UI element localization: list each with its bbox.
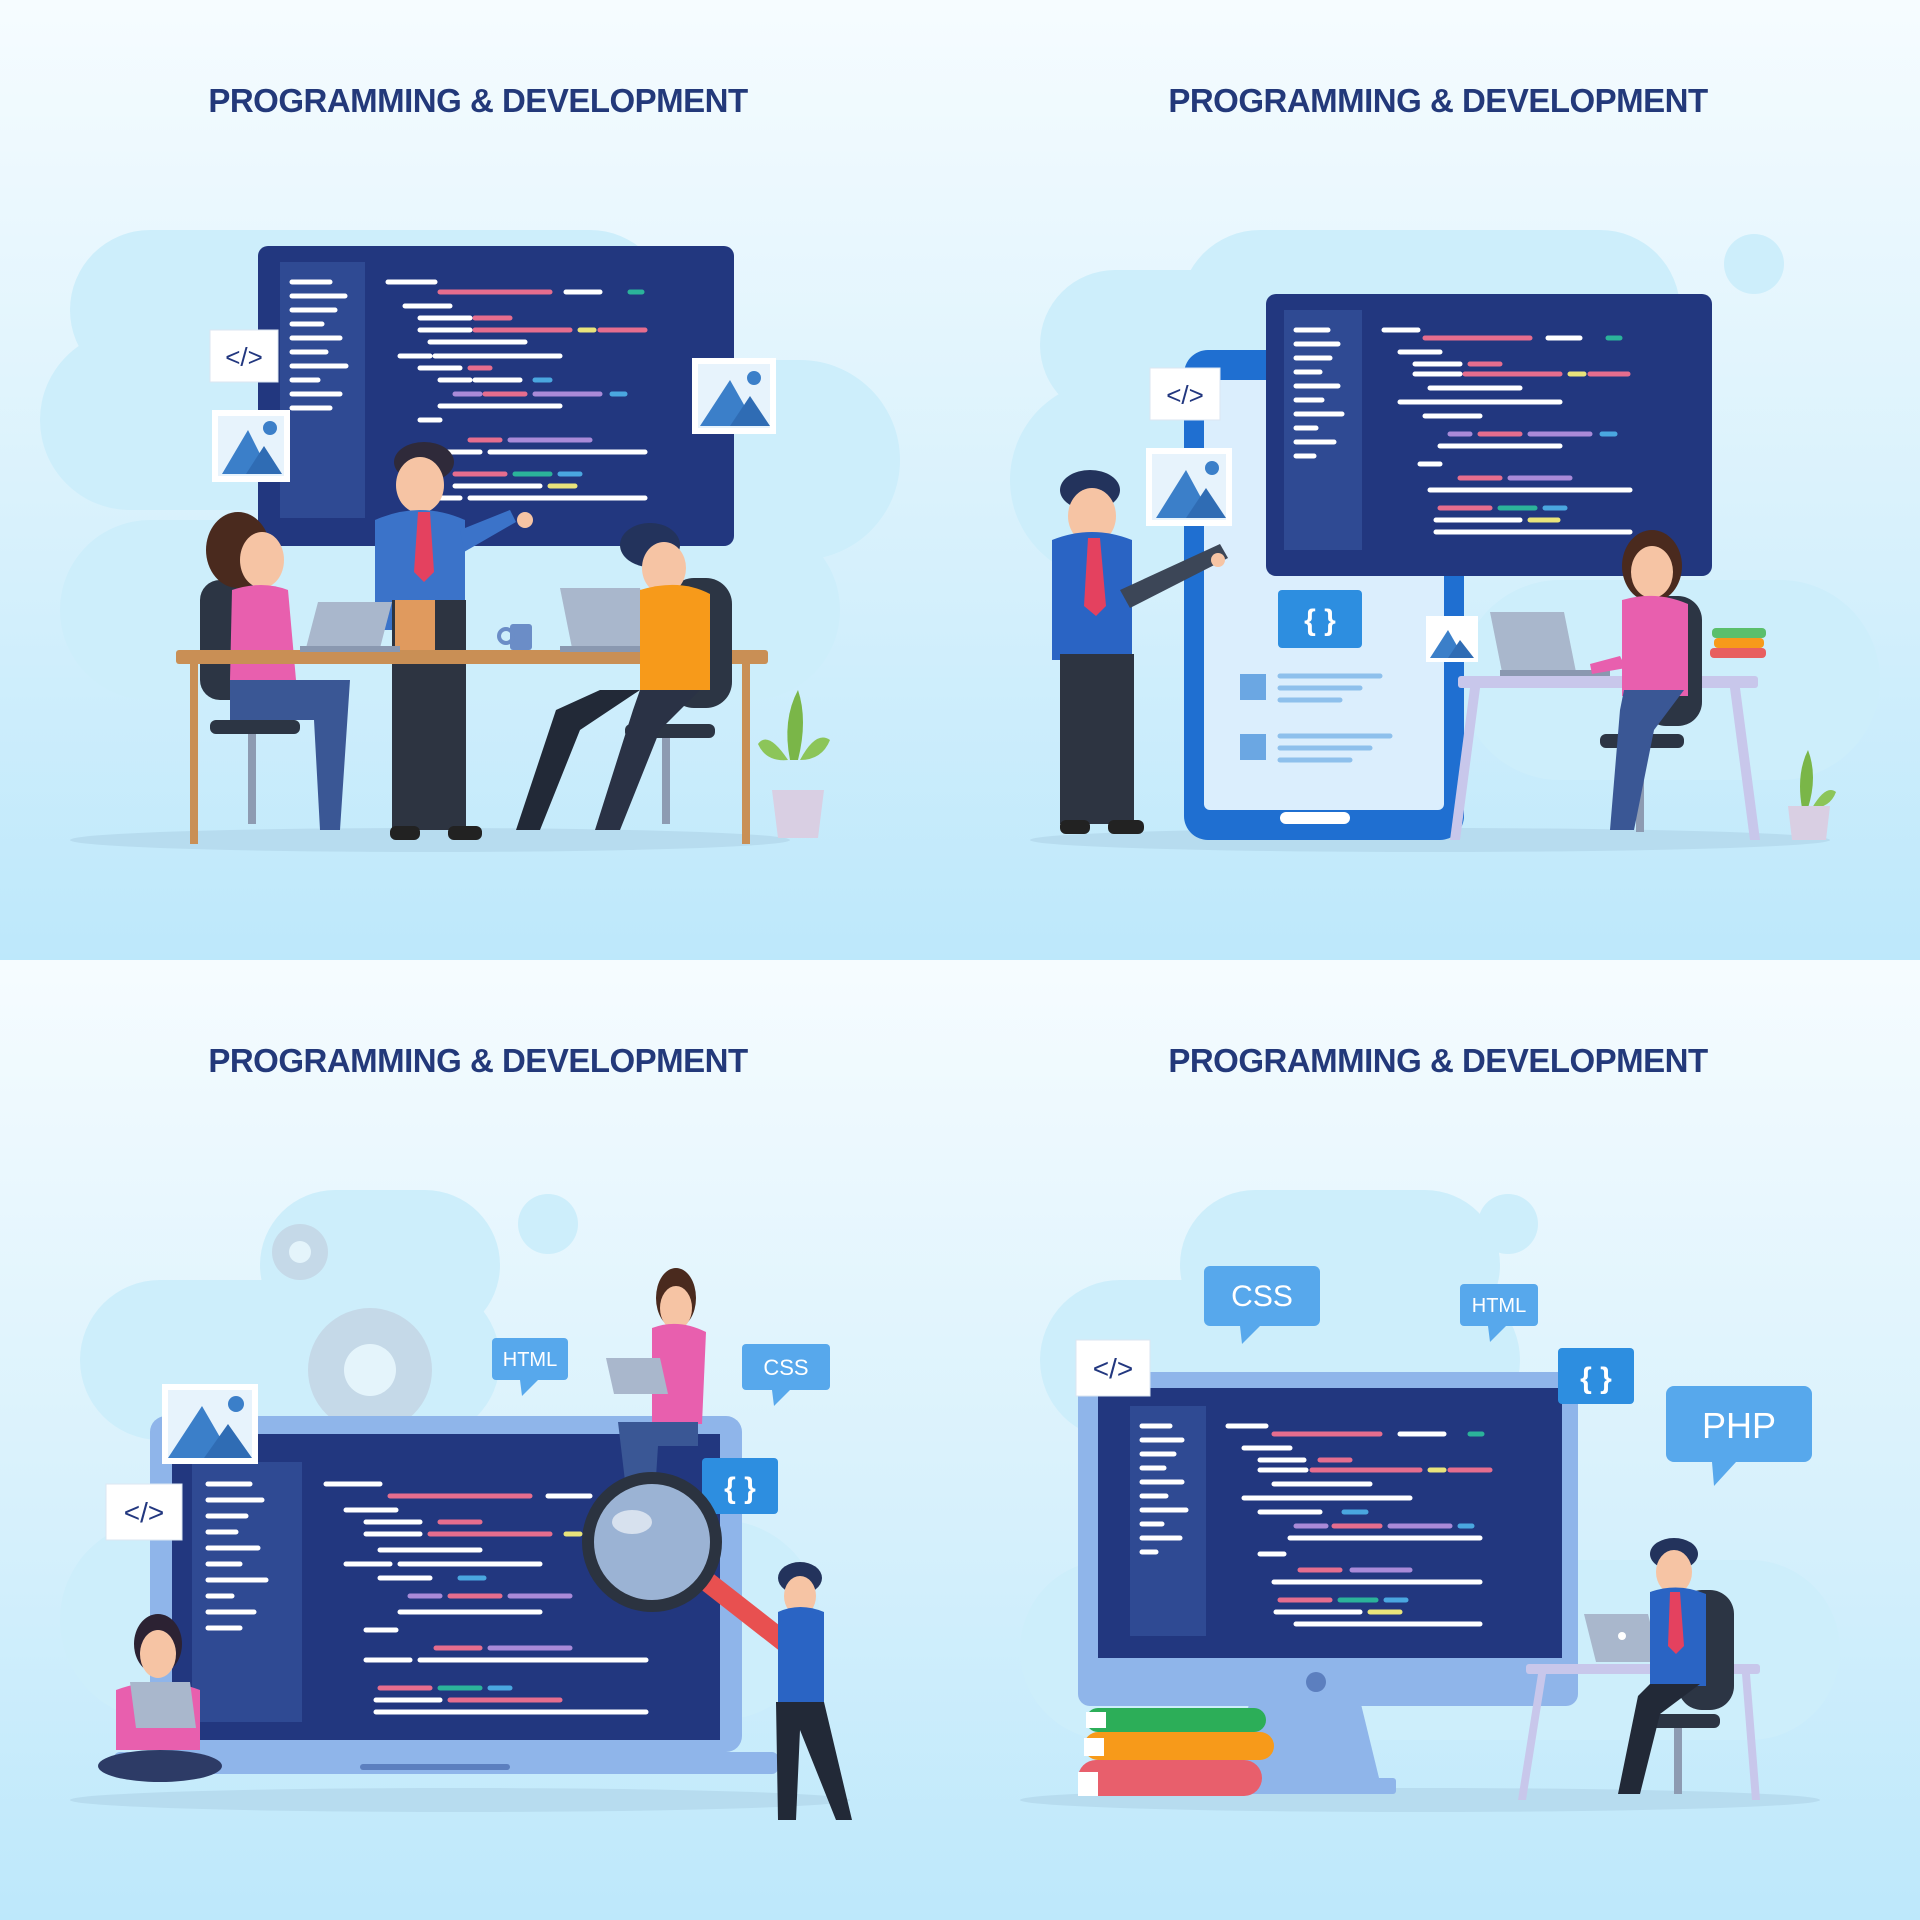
seated-man-with-laptop — [516, 523, 732, 830]
presenter-man — [375, 442, 533, 840]
laptop-icon — [1490, 612, 1610, 676]
woman-with-laptop — [200, 512, 350, 830]
code-monitor — [258, 246, 734, 546]
svg-text:CSS: CSS — [763, 1355, 808, 1380]
image-icon — [1426, 616, 1478, 662]
svg-text:</>: </> — [124, 1497, 164, 1528]
man-holding-magnifier — [776, 1562, 852, 1820]
image-icon — [162, 1384, 258, 1464]
svg-text:{ }: { } — [724, 1472, 756, 1505]
woman-with-laptop — [98, 1614, 222, 1782]
panel-mobile-development: PROGRAMMING & DEVELOPMENT — [960, 0, 1920, 960]
mobile-development-scene: { } — [1010, 230, 1880, 852]
svg-text:</>: </> — [225, 342, 263, 372]
image-icon — [212, 410, 290, 482]
panel-code-review: PROGRAMMING & DEVELOPMENT — [0, 960, 960, 1920]
code-monitor — [1266, 294, 1712, 576]
svg-text:</>: </> — [1166, 380, 1204, 410]
mug-icon — [497, 624, 532, 650]
laptop-screen — [114, 1416, 778, 1774]
web-languages-scene: </> { } CSS HTML PHP — [1020, 1190, 1840, 1812]
laptop-icon — [300, 602, 400, 652]
plant-icon — [1788, 750, 1836, 840]
image-icon — [692, 358, 776, 434]
books-stack — [1078, 1708, 1274, 1796]
desk — [176, 650, 768, 844]
code-tag-icon: </> — [1075, 1339, 1151, 1397]
panel-title: PROGRAMMING & DEVELOPMENT — [208, 1042, 748, 1079]
panel-team-meeting: PROGRAMMING & DEVELOPMENT — [0, 0, 960, 960]
plant-icon — [758, 690, 830, 838]
code-tag-icon: </> — [1149, 367, 1221, 421]
floor-shadow — [70, 1788, 850, 1812]
svg-text:HTML: HTML — [503, 1349, 557, 1371]
gear-icon — [272, 1224, 328, 1280]
seated-man-with-laptop — [1618, 1538, 1734, 1794]
svg-text:</>: </> — [1093, 1353, 1133, 1384]
desktop-monitor — [1078, 1372, 1578, 1794]
svg-text:CSS: CSS — [1231, 1280, 1293, 1313]
svg-text:{ }: { } — [1304, 604, 1336, 637]
css-bubble: CSS — [742, 1344, 830, 1406]
books-stack — [1710, 628, 1766, 658]
html-bubble: HTML — [492, 1338, 568, 1396]
man-with-laptop — [1052, 470, 1228, 834]
css-bubble: CSS — [1204, 1266, 1320, 1344]
panel-title: PROGRAMMING & DEVELOPMENT — [208, 82, 748, 119]
svg-text:HTML: HTML — [1472, 1295, 1526, 1317]
code-tag-icon: </> — [105, 1483, 183, 1541]
panel-web-languages: PROGRAMMING & DEVELOPMENT — [960, 960, 1920, 1920]
braces-icon: { } — [702, 1458, 778, 1514]
braces-icon: { } — [1558, 1348, 1634, 1404]
laptop-icon — [1584, 1614, 1660, 1662]
code-review-scene: </> { } HTML CSS — [60, 1190, 852, 1820]
laptop-icon — [560, 588, 670, 652]
svg-text:PHP: PHP — [1702, 1405, 1776, 1446]
gear-icon — [308, 1308, 432, 1432]
code-tag-icon: </> — [209, 329, 279, 383]
image-icon — [1146, 448, 1232, 526]
php-bubble: PHP — [1666, 1386, 1812, 1486]
team-meeting-scene: </> — [40, 230, 900, 852]
floor-shadow — [70, 828, 790, 852]
woman-with-laptop — [1590, 530, 1702, 832]
panel-title: PROGRAMMING & DEVELOPMENT — [1168, 82, 1708, 119]
panel-title: PROGRAMMING & DEVELOPMENT — [1168, 1042, 1708, 1079]
svg-text:{ }: { } — [1580, 1362, 1612, 1395]
html-bubble: HTML — [1460, 1284, 1538, 1342]
